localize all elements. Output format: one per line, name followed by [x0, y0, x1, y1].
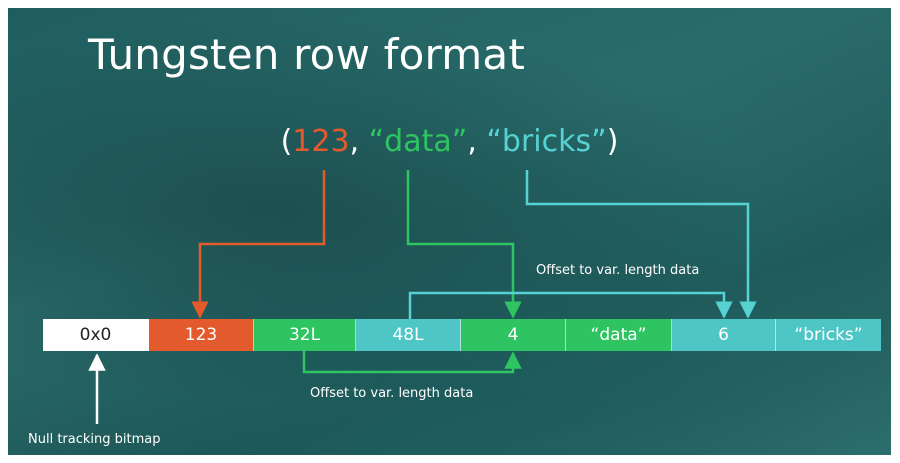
- label-offset-top: Offset to var. length data: [536, 263, 700, 278]
- cell-int-value: 123: [149, 319, 254, 351]
- tuple-close-paren: ): [606, 124, 619, 159]
- label-null-bitmap: Null tracking bitmap: [28, 432, 161, 447]
- tuple-value-data: “data”: [368, 124, 468, 159]
- tuple-separator-1: ,: [349, 124, 369, 159]
- cell-offset-data: 32L: [254, 319, 356, 351]
- cell-bricks-bytes: “bricks”: [776, 319, 881, 351]
- label-offset-bottom: Offset to var. length data: [310, 386, 474, 401]
- tuple-expression: (123, “data”, “bricks”): [8, 124, 891, 159]
- cell-bricks-length: 6: [672, 319, 776, 351]
- arrow-offset-bricks: [408, 291, 733, 319]
- tuple-open-paren: (: [280, 124, 293, 159]
- tuple-separator-2: ,: [467, 124, 487, 159]
- tuple-value-bricks: “bricks”: [486, 124, 607, 159]
- row-bytes: 0x0 123 32L 48L 4 “data” 6 “bricks”: [43, 319, 881, 351]
- cell-data-bytes: “data”: [566, 319, 672, 351]
- cell-data-length: 4: [461, 319, 566, 351]
- slide: Tungsten row format (123, “data”, “brick…: [8, 8, 891, 455]
- cell-offset-bricks: 48L: [356, 319, 461, 351]
- arrow-offset-data: [302, 351, 522, 374]
- slide-title: Tungsten row format: [88, 30, 526, 79]
- arrow-bricks-to-cell: [525, 170, 757, 319]
- cell-null-bitmap: 0x0: [43, 319, 149, 351]
- arrow-int-to-cell: [191, 170, 326, 319]
- tuple-value-int: 123: [292, 124, 350, 159]
- arrow-data-to-cell: [406, 170, 522, 319]
